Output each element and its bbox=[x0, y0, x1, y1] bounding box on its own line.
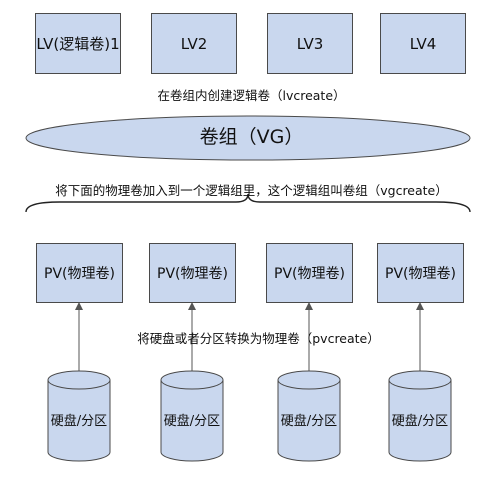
disk-4: 硬盘/分区 bbox=[388, 370, 452, 462]
vgcreate-caption: 将下面的物理卷加入到一个逻辑组里，这个逻辑组叫卷组（vgcreate） bbox=[55, 183, 448, 198]
cylinder-icon bbox=[388, 370, 452, 462]
disk-label-3: 硬盘/分区 bbox=[280, 414, 338, 429]
lv-box-3: LV3 bbox=[267, 13, 353, 74]
lv-label-4: LV4 bbox=[409, 34, 437, 53]
cylinder-icon bbox=[277, 370, 341, 462]
disk-label-1: 硬盘/分区 bbox=[50, 414, 108, 429]
lvcreate-caption: 在卷组内创建逻辑卷（lvcreate） bbox=[157, 88, 346, 103]
cylinder-icon bbox=[160, 370, 224, 462]
cylinder-icon bbox=[47, 370, 111, 462]
vg-brace bbox=[25, 193, 471, 213]
pv-label-1: PV(物理卷) bbox=[44, 266, 115, 282]
disk-label-2: 硬盘/分区 bbox=[163, 414, 221, 429]
vg-ellipse bbox=[25, 115, 471, 161]
pvcreate-caption: 将硬盘或者分区转换为物理卷（pvcreate） bbox=[137, 331, 380, 346]
lv-label-2: LV2 bbox=[180, 34, 208, 53]
pv-box-4: PV(物理卷) bbox=[377, 243, 464, 303]
disk-label-4: 硬盘/分区 bbox=[391, 414, 449, 429]
lv-box-1: LV(逻辑卷)1 bbox=[35, 13, 121, 74]
disk-3: 硬盘/分区 bbox=[277, 370, 341, 462]
vg-label: 卷组（VG） bbox=[199, 126, 304, 148]
pv-label-4: PV(物理卷) bbox=[385, 266, 456, 282]
disk-2: 硬盘/分区 bbox=[160, 370, 224, 462]
lv-box-2: LV2 bbox=[151, 13, 237, 74]
pv-box-3: PV(物理卷) bbox=[266, 243, 353, 303]
pv-box-2: PV(物理卷) bbox=[149, 243, 236, 303]
pv-label-2: PV(物理卷) bbox=[157, 266, 228, 282]
pv-box-1: PV(物理卷) bbox=[36, 243, 123, 303]
lv-label-1: LV(逻辑卷)1 bbox=[36, 35, 120, 53]
lv-label-3: LV3 bbox=[296, 34, 324, 53]
lv-box-4: LV4 bbox=[380, 13, 466, 74]
pv-label-3: PV(物理卷) bbox=[274, 266, 345, 282]
disk-1: 硬盘/分区 bbox=[47, 370, 111, 462]
